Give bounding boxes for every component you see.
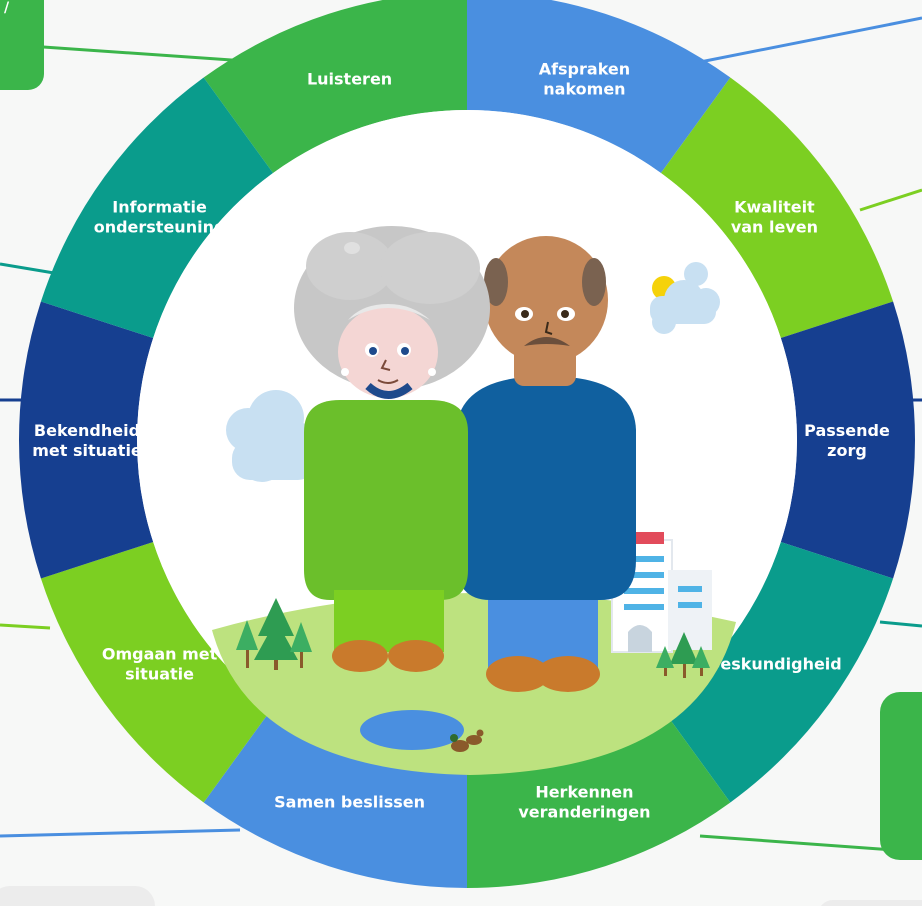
cloud-icon (226, 390, 322, 482)
segment-label-line: zorg (827, 441, 867, 460)
connector-line (689, 16, 922, 66)
edge-card-right (880, 692, 922, 860)
connector-line (0, 623, 51, 630)
connector-line (879, 620, 922, 628)
segment-label-line: Kwaliteit (734, 198, 815, 217)
segment-label-line: Informatie (112, 198, 207, 217)
wheel-segment (40, 77, 274, 339)
segment-label-line: Herkennen (535, 782, 633, 801)
segment-label-line: Luisteren (307, 70, 392, 89)
wheel-segment (467, 706, 731, 888)
center-illustration (212, 226, 736, 775)
wheel-segment (467, 0, 731, 174)
segment-label-line: ondersteuning (94, 218, 226, 237)
segment-label-line: veranderingen (518, 802, 650, 821)
segment-label-line: Afspraken (539, 60, 630, 79)
segment-label-line: situatie (125, 664, 194, 683)
edge-card-top-left (0, 0, 44, 90)
segment-label: Luisteren (307, 70, 392, 89)
wheel-segment (660, 541, 894, 803)
segment-label-line: van leven (731, 218, 818, 237)
edge-card-bottom-left (0, 886, 155, 906)
wheel-segment (780, 301, 915, 579)
wheel-segment (660, 77, 894, 339)
cloud-icon (650, 262, 720, 334)
segment-label-line: Samen beslissen (274, 792, 425, 811)
segment-label-line: Omgaan met (102, 644, 218, 663)
segment-label: Deskundigheid (707, 654, 842, 673)
wheel-segment (203, 0, 467, 174)
wheel-segment (19, 301, 154, 579)
segment-label-line: nakomen (543, 80, 625, 99)
wheel-segments (19, 0, 915, 888)
connector-line (0, 262, 61, 276)
wheel-segment (40, 541, 274, 803)
duck-icon (450, 729, 484, 752)
connector-line (0, 828, 241, 838)
segment-label-line: met situatie (32, 441, 142, 460)
man-figure (456, 236, 636, 692)
pond (360, 710, 464, 750)
segment-label-line: Deskundigheid (707, 654, 842, 673)
segment-label-line: Passende (804, 421, 890, 440)
edge-card-glyph: / (4, 0, 10, 16)
edge-card-bottom-right (821, 900, 922, 906)
segment-label: Samen beslissen (274, 792, 425, 811)
building-icon (611, 532, 712, 653)
connector-line (859, 188, 922, 212)
wheel-segment (203, 706, 467, 888)
woman-figure (294, 226, 490, 672)
segment-label-line: Bekendheid (34, 421, 140, 440)
tree-icon (236, 598, 312, 670)
tree-icon (656, 632, 710, 678)
